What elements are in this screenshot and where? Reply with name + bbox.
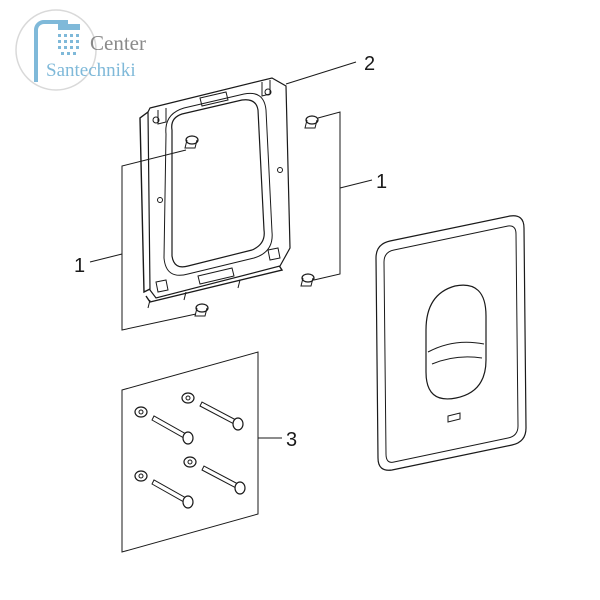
callout-part-screws-right: 1 (376, 171, 387, 193)
logo-line-2: Santechniki (46, 60, 136, 81)
screw-top-left (184, 135, 199, 149)
callout-part-frame: 2 (364, 53, 375, 75)
shower-icon (15, 9, 97, 91)
screw-group-part-1 (184, 115, 319, 317)
callout-part-screws-left: 1 (74, 255, 85, 277)
plug-and-screw-4 (183, 456, 246, 495)
brand-logo: Center Santechniki (15, 9, 146, 91)
callout-part-fixing-set: 3 (286, 429, 297, 451)
plug-and-screw-2 (181, 392, 244, 431)
leader-lines (89, 61, 373, 439)
logo-line-1: Center (90, 31, 146, 55)
screw-bottom-right (300, 273, 315, 287)
screw-bottom-left (194, 303, 209, 317)
plug-and-screw-1 (134, 406, 194, 445)
screw-and-plug-set (121, 351, 259, 553)
flush-plate (375, 215, 527, 471)
screw-top-right (304, 115, 319, 129)
plug-and-screw-3 (134, 470, 194, 509)
mounting-frame (139, 77, 291, 309)
